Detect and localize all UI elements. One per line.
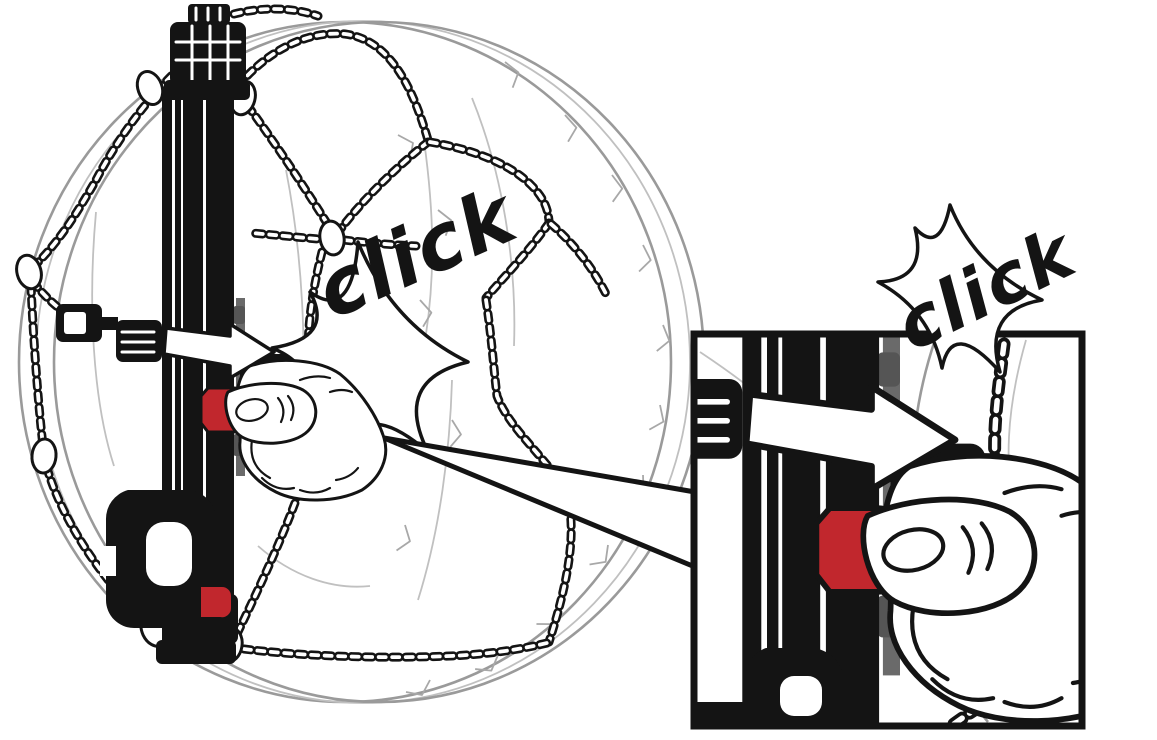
click-text-main: click	[303, 170, 531, 338]
connector-oval	[135, 70, 165, 106]
sidewall-arc	[471, 97, 516, 347]
wedge-line	[383, 435, 696, 495]
connector-oval	[30, 437, 58, 475]
connector-oval	[15, 253, 43, 291]
chain-run	[248, 106, 330, 228]
inset-border	[690, 330, 1086, 730]
magnified-inset: click	[541, 0, 1157, 730]
connector-oval	[318, 219, 346, 257]
chain-run	[551, 224, 606, 294]
chain-run	[31, 286, 43, 446]
rim-arc	[91, 211, 115, 467]
click-starburst-inset	[876, 203, 1044, 374]
chain-run	[252, 233, 330, 240]
inset-content	[541, 0, 1157, 723]
wedge-line	[383, 435, 696, 570]
callout-wedge	[383, 435, 696, 570]
sidewall-arc	[417, 379, 453, 601]
chain-run	[244, 643, 547, 657]
inset-buckle-opening	[780, 676, 822, 716]
chain-run	[234, 9, 318, 16]
